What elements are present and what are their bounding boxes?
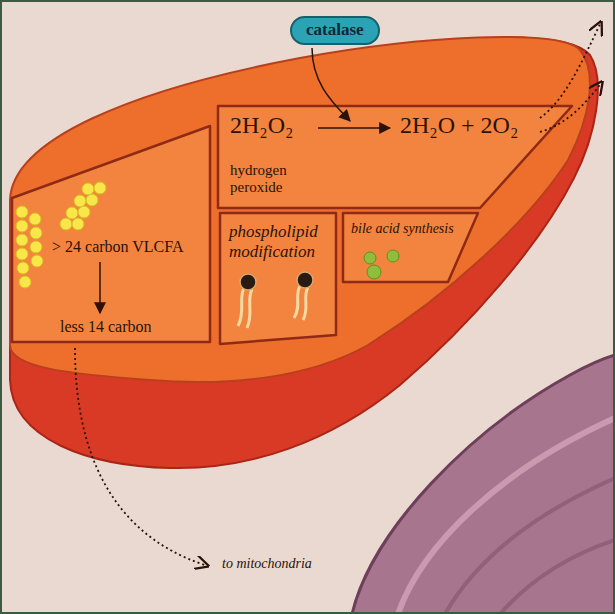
destination-label: to mitochondria [222, 556, 312, 572]
phospholipid-icon [238, 274, 256, 328]
reactant-formula: 2H₂O₂ [230, 112, 293, 140]
reactant-name: hydrogen peroxide [230, 162, 310, 197]
phospholipid-icon [294, 272, 313, 320]
catalase-arrow [312, 48, 350, 121]
fatty-acid-dot [94, 182, 106, 194]
fatty-acid-dots [16, 182, 106, 288]
fatty-acid-dot [16, 220, 28, 232]
transport-arrow [75, 348, 208, 566]
lipid-tail [294, 286, 300, 318]
text-slot: 2H₂O₂ [230, 112, 293, 140]
fatty-acid-dot [29, 213, 41, 225]
compartment-shape [12, 126, 210, 342]
text-slot: 2H₂O + 2O₂ [400, 112, 518, 140]
mitochondrion [352, 355, 615, 614]
enzyme-name: catalase [306, 20, 364, 40]
fatty-acid-dot [78, 206, 90, 218]
fatty-acid-dot [30, 241, 42, 253]
enzyme-pill: catalase [290, 16, 380, 45]
bile-acid-compartment: bile acid synthesis [343, 213, 478, 282]
fatty-acid-dot [86, 194, 98, 206]
lipid-head [240, 274, 256, 290]
bile-acid-dot [364, 252, 376, 264]
bile-acid-dot [367, 265, 381, 279]
mitochondrion-inner-membrane [398, 418, 615, 614]
function-label: phospholipid modification [229, 222, 331, 261]
oxygen-release-arrow [540, 82, 602, 132]
mitochondrion-crista [445, 478, 615, 614]
peroxisome-top-face [10, 37, 590, 382]
text-slot: bile acid synthesis [351, 221, 454, 237]
reaction-compartment: 2H₂O₂ hydrogen peroxide 2H₂O + 2O₂ [218, 106, 572, 208]
mitochondrion-crista [500, 540, 615, 614]
oxygen-release-arrow [540, 22, 601, 118]
shortening-arrow [99, 262, 101, 313]
compartment-shape [343, 213, 478, 282]
fatty-acid-dot [30, 227, 42, 239]
fatty-acid-compartment: > 24 carbon VLCFA less 14 carbon [12, 122, 212, 344]
fatty-acid-dot [16, 234, 28, 246]
reaction-arrow [318, 127, 390, 129]
lipid-head [297, 272, 313, 288]
fatty-acid-dot [66, 207, 78, 219]
peroxisome-body [10, 37, 598, 468]
fatty-acid-dot [16, 206, 28, 218]
bile-acid-dots [364, 250, 399, 279]
fatty-acid-dot [17, 262, 29, 274]
fatty-acid-dot [72, 218, 84, 230]
text-slot: less 14 carbon [60, 318, 152, 336]
compartment-shape [218, 106, 572, 208]
text-slot: to mitochondria [222, 556, 312, 572]
compartment-shape [220, 213, 336, 344]
product-label: less 14 carbon [60, 318, 152, 336]
mitochondrion-outer [352, 355, 615, 614]
bile-acid-dot [387, 250, 399, 262]
lipid-tail [303, 287, 308, 320]
fatty-acid-dot [74, 195, 86, 207]
text-slot: hydrogen peroxide [230, 162, 310, 197]
fatty-acid-dot [31, 255, 43, 267]
fatty-acid-dot [19, 276, 31, 288]
lipid-tail [247, 289, 252, 328]
substrate-label: > 24 carbon VLCFA [52, 238, 184, 256]
phospholipid-compartment: phospholipid modification [220, 213, 336, 344]
function-label: bile acid synthesis [351, 221, 454, 237]
fatty-acid-dot [82, 183, 94, 195]
lipid-tail [238, 288, 244, 326]
text-slot: catalase [306, 20, 364, 40]
product-formula: 2H₂O + 2O₂ [400, 112, 518, 140]
fatty-acid-dot [16, 248, 28, 260]
fatty-acid-dot [60, 218, 72, 230]
text-slot: phospholipid modification [229, 222, 331, 261]
compartment-outline [12, 122, 212, 344]
text-slot: > 24 carbon VLCFA [52, 238, 184, 256]
